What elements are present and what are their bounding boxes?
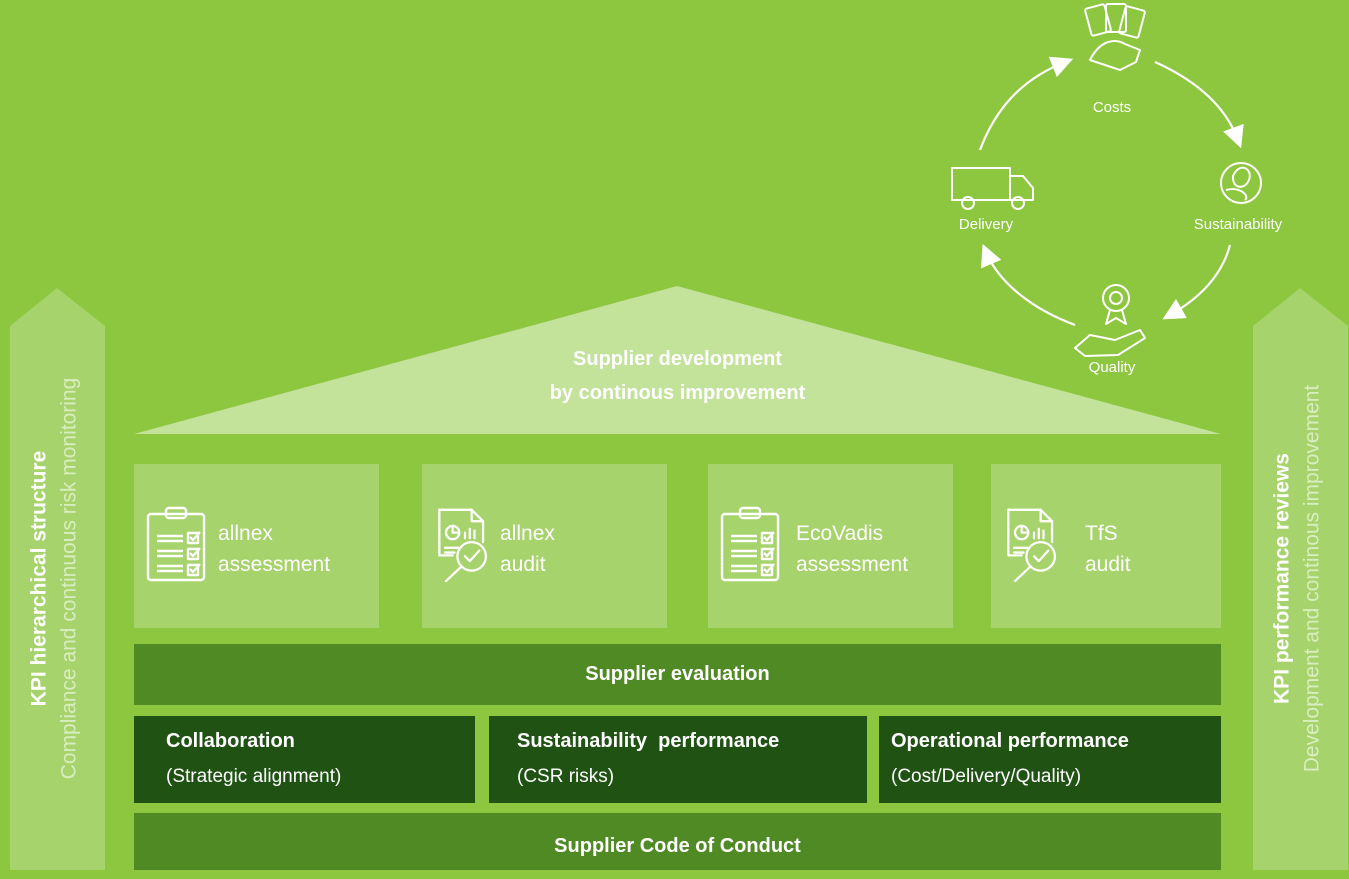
report-magnifier-check-icon — [438, 508, 488, 582]
box-sustainability-performance: Sustainability performance (CSR risks) — [489, 716, 867, 803]
money-hand-icon — [1084, 3, 1146, 71]
roof-label: Supplier development by continous improv… — [134, 342, 1221, 410]
supplier-evaluation-label: Supplier evaluation — [585, 663, 770, 685]
leaf-circle-icon — [1220, 162, 1262, 204]
cycle-arrow — [1154, 60, 1244, 149]
left-double-arrow: KPI hierarchical structure Compliance an… — [10, 288, 105, 870]
cycle-label-costs: Costs — [1092, 99, 1132, 116]
box-title: Collaboration — [166, 730, 295, 752]
cycle-label-sustainability: Sustainability — [1193, 216, 1283, 233]
delivery-truck-icon — [951, 167, 1034, 210]
roof-line-2: by continous improvement — [549, 382, 806, 404]
box-operational-performance: Operational performance (Cost/Delivery/Q… — [879, 716, 1221, 803]
left-arrow-text: KPI hierarchical structure Compliance an… — [10, 289, 105, 869]
supplier-code-of-conduct-band: Supplier Code of Conduct — [134, 813, 1221, 870]
box-subtitle: (Strategic alignment) — [166, 766, 342, 787]
right-double-arrow: KPI performance reviews Development and … — [1253, 288, 1348, 870]
cycle-label-delivery: Delivery — [958, 216, 1014, 233]
left-arrow-subtitle: Compliance and continuous risk monitorin… — [57, 377, 81, 780]
box-title: Sustainability performance — [517, 730, 780, 752]
supplier-code-of-conduct-label: Supplier Code of Conduct — [554, 835, 801, 857]
supplier-evaluation-band: Supplier evaluation — [134, 644, 1221, 705]
box-subtitle: (Cost/Delivery/Quality) — [891, 766, 1082, 787]
cycle-arrow — [978, 56, 1074, 151]
cycle-diagram — [951, 3, 1262, 357]
box-subtitle: (CSR risks) — [517, 766, 615, 787]
roof-shape — [134, 286, 1221, 434]
report-magnifier-check-icon — [1007, 508, 1057, 582]
roof-line-1: Supplier development — [573, 348, 782, 370]
award-hand-icon — [1074, 284, 1146, 357]
cycle-arrow — [981, 243, 1076, 327]
cycle-label-quality: Quality — [1088, 359, 1136, 376]
left-arrow-title: KPI hierarchical structure — [27, 450, 51, 707]
clipboard-checklist-icon — [146, 506, 206, 582]
clipboard-checklist-icon — [720, 506, 780, 582]
box-collaboration: Collaboration (Strategic alignment) — [134, 716, 475, 803]
cycle-arrow — [1162, 244, 1232, 320]
box-title: Operational performance — [891, 730, 1129, 752]
